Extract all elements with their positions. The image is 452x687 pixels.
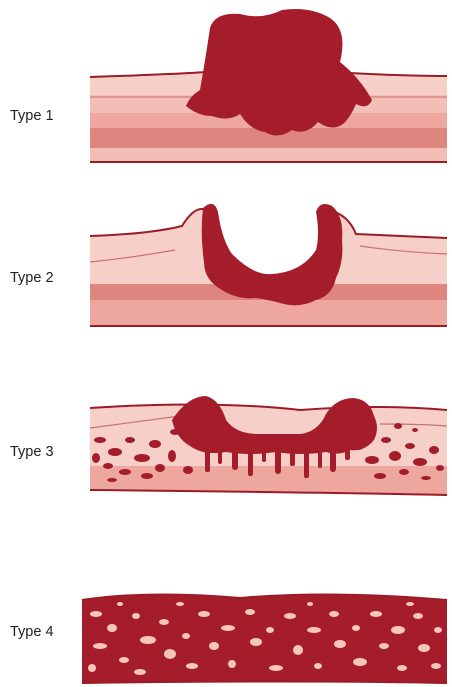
type-1-tumor	[186, 9, 372, 136]
type-2-figure	[90, 204, 447, 326]
type-4-tissue	[82, 594, 447, 683]
type-1-figure	[90, 9, 447, 162]
type-2-tissue	[90, 209, 447, 326]
type-3-figure	[90, 396, 447, 496]
type-2-tumor	[202, 204, 343, 306]
type-4-figure	[82, 594, 447, 683]
